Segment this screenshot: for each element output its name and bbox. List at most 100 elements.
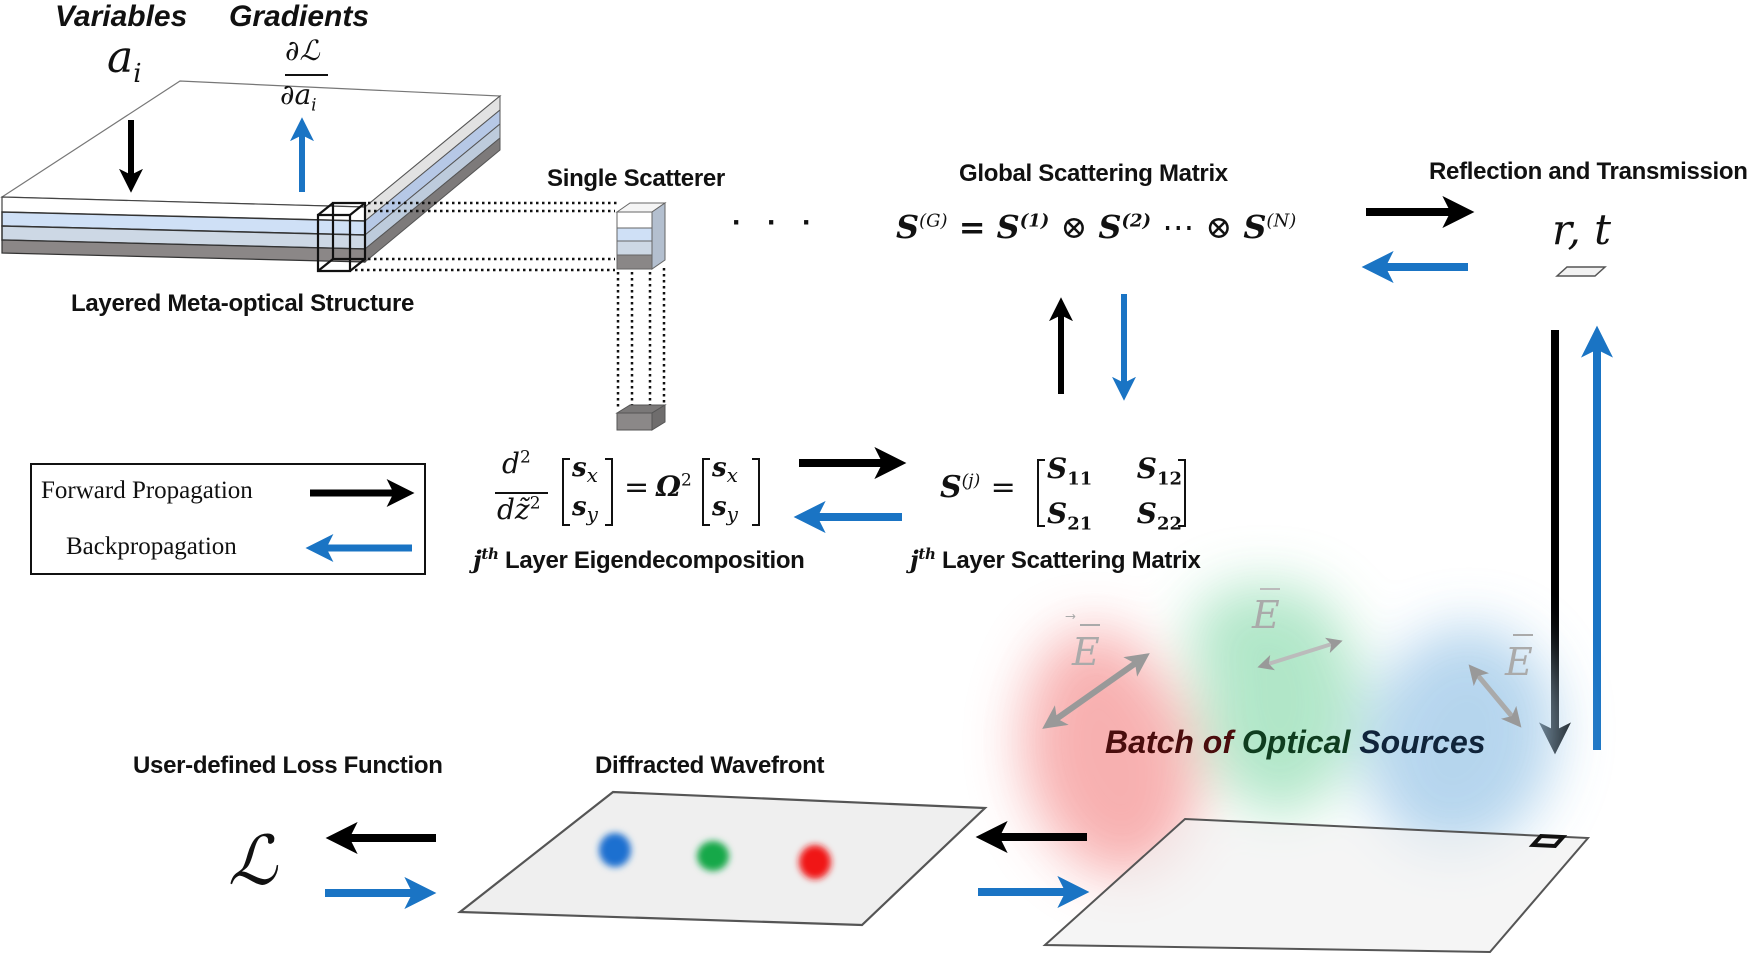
variable-subscript: i <box>133 58 142 89</box>
e-vector: ⃗E <box>1072 630 1100 674</box>
gradient-numerator: ∂ℒ <box>285 34 320 67</box>
layer-matrix-entries: S11 S12 S21 S22 <box>1047 452 1182 541</box>
source-plate <box>1042 817 1591 954</box>
eq-sup-n: (N) <box>1266 210 1297 232</box>
gradients-heading: Gradients <box>229 0 370 33</box>
layer-caption-sup: th <box>918 545 936 563</box>
layer-matrix-caption: jth Layer Scattering Matrix <box>910 545 1201 575</box>
s21-sub: 21 <box>1067 513 1093 535</box>
batch-label-part2: Optical <box>1241 724 1360 760</box>
s11-s: S <box>1047 452 1068 485</box>
layer-matrix-row-2: S21 S22 <box>1047 497 1182 542</box>
eq-dots: ⋯ <box>1162 208 1195 246</box>
omega-sup: 2 <box>680 470 692 491</box>
eigen-caption-j: j <box>473 545 482 574</box>
legend <box>30 463 426 575</box>
eigen-omega: Ω2 <box>656 470 692 503</box>
e-field-letter: E <box>1252 593 1280 637</box>
gradient-denominator-text: ∂a <box>280 78 312 111</box>
diffracted-wavefront-label: Diffracted Wavefront <box>595 752 825 779</box>
variables-heading: Variables <box>55 0 188 33</box>
batch-label-part1: Batch of <box>1105 724 1242 760</box>
eigen-d2: d2 <box>502 447 531 480</box>
sx-sub: x <box>586 463 598 488</box>
layer-matrix-lhs: S(j) = <box>940 470 1016 505</box>
sx-sub-right: x <box>726 463 738 488</box>
e-field-label-blue: E <box>1505 640 1533 684</box>
s11-sub: 11 <box>1067 468 1093 490</box>
loss-function-label: User-defined Loss Function <box>133 752 443 779</box>
source-plate-cell-icon <box>1528 833 1568 849</box>
gradient-denominator: ∂ai <box>280 78 317 116</box>
batch-label-part3: Sources <box>1359 724 1486 760</box>
spot-blue <box>599 833 631 867</box>
vector-arrow-icon <box>1260 588 1280 590</box>
s22-s: S <box>1136 496 1157 530</box>
layer-equals: = <box>990 470 1016 505</box>
global-matrix-title: Global Scattering Matrix <box>959 160 1228 187</box>
eigen-dz2: dz̃2 <box>497 493 541 526</box>
layer-sup-j: (j) <box>961 471 981 491</box>
variable-a: a <box>107 32 134 83</box>
optical-sources-glow <box>1022 585 1557 878</box>
eigen-d: d <box>502 447 520 480</box>
sy-s: s <box>572 492 587 523</box>
layered-meta-optical-structure <box>0 80 502 273</box>
ellipsis-dots: · · · <box>732 206 812 239</box>
s12-sub: 12 <box>1156 468 1182 490</box>
e-field-label-green: E <box>1252 593 1280 637</box>
e-field-letter: E <box>1072 630 1100 674</box>
gradient-denominator-sub: i <box>311 95 317 116</box>
eq-s1: S <box>996 208 1020 246</box>
eigen-sy-right: sy <box>712 491 738 530</box>
eq-s2: S <box>1098 208 1122 246</box>
legend-backward-label: Backpropagation <box>66 533 237 560</box>
batch-of-optical-sources-label: Batch of Optical Sources <box>1105 724 1486 761</box>
global-matrix-equation: S(G) = S(1) ⊗ S(2) ⋯ ⊗ S(N) <box>896 208 1296 246</box>
otimes-icon: ⊗ <box>1060 208 1088 246</box>
eigen-equals: = <box>624 470 650 505</box>
spot-green <box>697 841 729 871</box>
e-field-arrow-blue <box>1468 664 1522 728</box>
loss-symbol: ℒ <box>228 822 277 901</box>
single-scatterer-label: Single Scatterer <box>547 165 725 192</box>
eigen-dz-sup: 2 <box>529 493 541 514</box>
s22-sub: 22 <box>1156 513 1182 535</box>
s12-s: S <box>1136 452 1157 485</box>
layer-matrix-row-1: S11 S12 <box>1047 452 1182 497</box>
eq-s: S <box>896 208 920 246</box>
eigen-caption-text: Layer Eigendecomposition <box>498 547 805 574</box>
s22: S22 <box>1137 497 1182 542</box>
eigen-vector-right: sx sy <box>712 452 738 530</box>
layer-caption-j: j <box>910 545 919 574</box>
eigen-caption-sup: th <box>481 545 499 563</box>
eq-sup-g: (G) <box>919 210 948 232</box>
omega-symbol: Ω <box>656 470 681 503</box>
eq-equals: = <box>958 208 986 246</box>
vector-arrow-icon <box>1513 634 1533 636</box>
s12: S12 <box>1137 452 1182 497</box>
eigen-sx-right: sx <box>712 452 738 491</box>
sy-s-right: s <box>712 492 727 523</box>
eq-sup-1: (1) <box>1019 210 1050 232</box>
layered-structure-label: Layered Meta-optical Structure <box>71 290 415 317</box>
layer-s: S <box>940 470 962 505</box>
eigen-dz: dz̃ <box>497 493 530 526</box>
matrix-brackets <box>285 74 1186 527</box>
sy-sub-right: y <box>726 502 738 527</box>
otimes-icon: ⊗ <box>1205 208 1233 246</box>
e-field-arrow-red <box>1042 653 1150 729</box>
eq-sup-2: (2) <box>1121 210 1152 232</box>
eigen-d-sup: 2 <box>519 447 531 468</box>
e-field-label-red: ⃗E <box>1072 630 1100 674</box>
sx-s: s <box>572 453 587 483</box>
eigen-sx: sx <box>572 452 598 491</box>
vector-arrow-icon <box>1080 624 1100 626</box>
s21: S21 <box>1047 497 1092 542</box>
spot-red <box>799 845 831 879</box>
s11: S11 <box>1047 452 1092 497</box>
rt-symbol: r, t <box>1552 205 1612 254</box>
projection-lines <box>355 201 666 408</box>
single-scatterer <box>615 202 667 431</box>
